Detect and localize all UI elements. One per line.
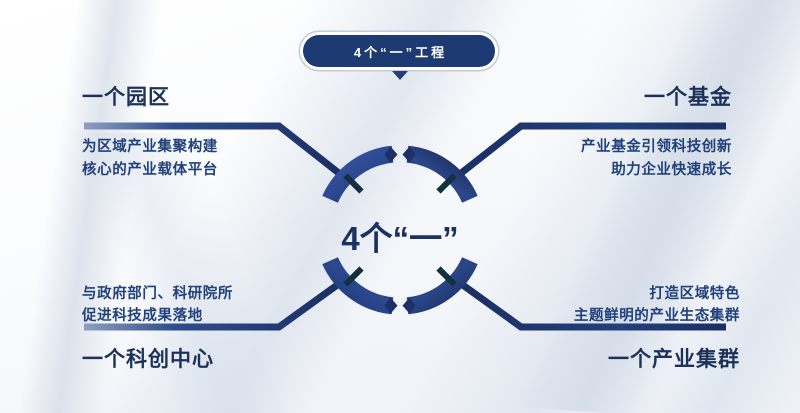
quadrant-body: 为区域产业集聚构建 核心的产业载体平台 [82, 136, 218, 181]
title-badge-label: 4个“一”工程 [353, 44, 448, 60]
center-label: 4个“一” [341, 220, 459, 257]
ring-arc-top-left [322, 145, 394, 203]
ring-tick-marks [343, 173, 457, 287]
quadrant-body-line: 与政府部门、科研院所 [82, 286, 233, 302]
title-badge: 4个“一”工程 [303, 35, 495, 67]
spoke-top-left [84, 122, 343, 177]
quadrant-top-right: 一个基金 产业基金引领科技创新 助力企业快速成长 [581, 86, 732, 181]
quadrant-body: 打造区域特色 主题鲜明的产业生态集群 [574, 283, 740, 328]
quadrant-body-line: 为区域产业集聚构建 [82, 139, 218, 156]
quadrant-heading: 一个产业集群 [608, 347, 740, 371]
quadrant-body-line: 主题鲜明的产业生态集群 [573, 308, 740, 325]
quadrant-body-line: 产业基金引领科技创新 [581, 139, 732, 156]
quadrant-body-line: 核心的产业载体平台 [82, 161, 218, 178]
quadrant-body-line: 促进科技成果落地 [82, 308, 203, 325]
ring-arc-bottom-left [322, 257, 394, 315]
quadrant-heading: 一个基金 [644, 86, 732, 109]
quadrant-body-line: 助力企业快速成长 [611, 161, 732, 178]
quadrant-bottom-right: 打造区域特色 主题鲜明的产业生态集群 一个产业集群 [574, 283, 740, 372]
quadrant-bottom-left: 与政府部门、科研院所 促进科技成果落地 一个科创中心 [82, 283, 233, 372]
quadrant-heading: 一个科创中心 [82, 347, 214, 371]
quadrant-heading: 一个园区 [82, 86, 170, 109]
quadrant-body: 与政府部门、科研院所 促进科技成果落地 [82, 283, 233, 328]
spoke-bottom-right [457, 280, 726, 331]
down-arrow-icon [392, 71, 408, 80]
ring-arc-bottom-right [406, 257, 478, 315]
arc-chevron-tips [384, 146, 416, 314]
quadrant-body: 产业基金引领科技创新 助力企业快速成长 [581, 136, 732, 181]
spoke-bottom-left [84, 280, 343, 331]
quadrant-body-line: 打造区域特色 [649, 286, 740, 302]
ring-arc-top-right [406, 145, 478, 203]
quadrant-top-left: 一个园区 为区域产业集聚构建 核心的产业载体平台 [82, 86, 218, 181]
spoke-top-right [457, 122, 726, 177]
